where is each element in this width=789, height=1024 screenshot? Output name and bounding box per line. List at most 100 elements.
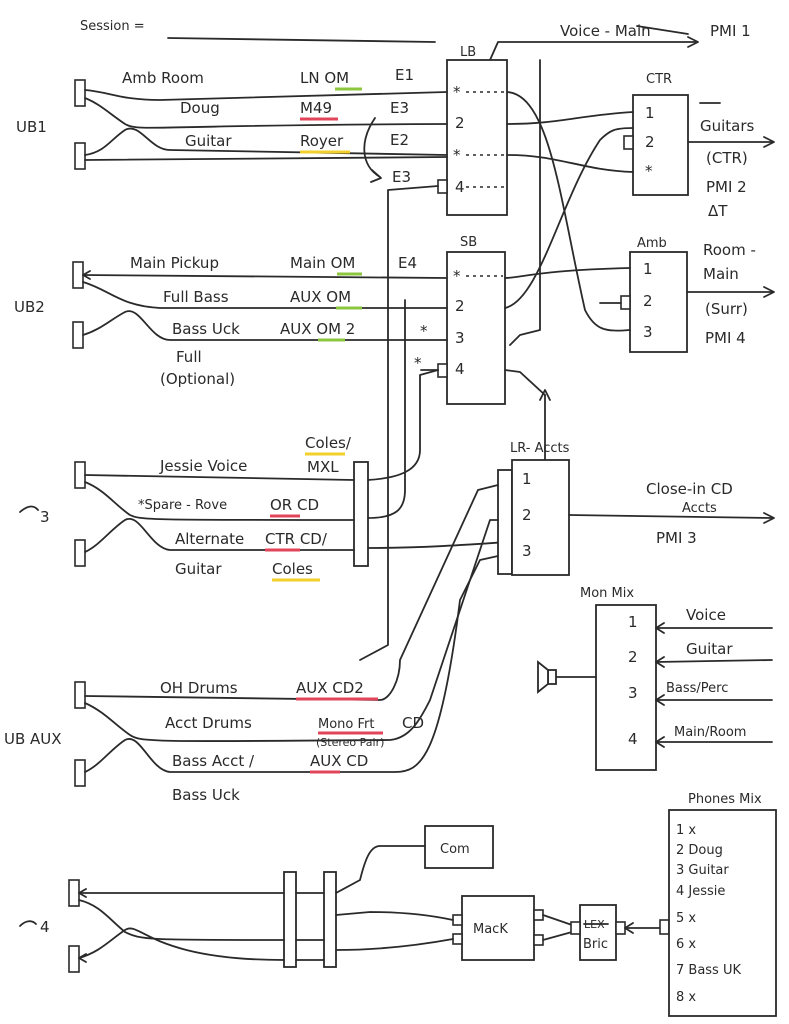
ub4-arrow-3-icon	[78, 953, 87, 963]
aux-om2-label: AUX OM 2	[280, 320, 355, 338]
guitar-wire	[84, 127, 448, 156]
phones-item-8: 8 x	[676, 990, 696, 1005]
ub4-partial-mark	[19, 920, 37, 927]
ub2-label: UB2	[14, 298, 45, 316]
amb-row-1: 1	[643, 260, 653, 278]
bric-tab-right	[615, 921, 626, 935]
e4-label: E4	[398, 254, 417, 272]
guitar-label: Guitar	[185, 132, 232, 150]
phones-item-6: 6 x	[676, 937, 696, 952]
ub4-line-3	[78, 927, 285, 961]
ln-om-label: LN OM	[300, 69, 349, 87]
royer-label: Royer	[300, 132, 344, 150]
session-label: Session =	[80, 19, 145, 34]
bass-uck-label: Bass Uck	[172, 320, 240, 338]
full-bass-label: Full Bass	[163, 288, 229, 306]
e2-label: E2	[390, 131, 409, 149]
doug-wire	[84, 97, 448, 129]
ub3-partial-mark	[19, 505, 39, 513]
lb3-to-ctr-wire	[506, 154, 634, 173]
mon-bass-arrow-icon	[655, 694, 665, 706]
mon-input-bass-perc: Bass/Perc	[666, 681, 728, 696]
com-box	[424, 825, 494, 869]
main-pickup-wire	[82, 274, 448, 279]
ctr-row-2: 2	[645, 133, 655, 151]
bric-label: Bric	[583, 937, 608, 952]
close-in-arrow-icon	[763, 512, 775, 524]
session-underline	[167, 37, 436, 43]
aux-cd2-label: AUX CD2	[296, 679, 364, 697]
lb1-to-amb-wire	[506, 91, 631, 332]
jessie-to-sb-wire	[367, 369, 439, 481]
lb-vertical-wire	[509, 59, 541, 346]
ub4-line-2	[78, 899, 285, 941]
phones-item-7: 7 Bass UK	[676, 963, 741, 978]
full-bass-wire	[82, 281, 448, 309]
mon-mix-row-1: 1	[628, 613, 638, 631]
com-wire	[335, 845, 426, 894]
voice-main-label: Voice - Main	[560, 22, 651, 40]
amb-row-2: 2	[643, 292, 653, 310]
pmi4-label: PMI 4	[705, 329, 746, 347]
sb-tab	[437, 363, 448, 378]
lr-accts-label: LR- Accts	[510, 441, 570, 456]
pmi1-label: PMI 1	[710, 22, 751, 40]
lb-row-2: 2	[455, 114, 465, 132]
room-main-label-2: Main	[703, 265, 739, 283]
voice-main-arrow-icon	[687, 36, 699, 48]
delta-t-label: ΔT	[708, 202, 728, 220]
ubaux-cd-label: CD	[402, 714, 424, 732]
sb-row-4: 4	[455, 360, 465, 378]
jessie-voice-label: Jessie Voice	[159, 457, 247, 475]
optional-label: (Optional)	[160, 370, 235, 388]
ctr-row-3: *	[645, 162, 653, 180]
room-main-arrow-icon	[763, 286, 775, 298]
sb-star-1: *	[420, 322, 428, 340]
voice-main-wire	[489, 41, 696, 61]
ub3-connector-bottom	[74, 539, 86, 567]
ub3-patch-bay	[353, 461, 369, 567]
bass-acct-wire	[84, 555, 499, 773]
ctr-row-1: 1	[645, 104, 655, 122]
sb-star-2: *	[414, 354, 422, 372]
amb-box	[629, 251, 688, 353]
ub4-arrow-1-icon	[78, 888, 87, 898]
sb-box	[446, 251, 506, 405]
ub4-patch-bay-2	[323, 871, 337, 968]
ub3-label: 3	[40, 508, 50, 526]
ubaux-bass-uck-label: Bass Uck	[172, 786, 240, 804]
lr-accts-row-3: 3	[522, 542, 532, 560]
oh-drums-wire	[84, 484, 499, 701]
speaker-body-icon	[547, 669, 557, 685]
coles-top-label: Coles/	[305, 434, 352, 452]
mon-mix-box	[595, 604, 657, 771]
mon-guitar-arrow-icon	[655, 656, 665, 668]
main-pickup-arrow-icon	[82, 270, 91, 280]
lb-tab	[437, 179, 448, 194]
main-strike	[636, 25, 689, 35]
phones-item-2: 2 Doug	[676, 843, 723, 858]
mon-mix-row-3: 3	[628, 684, 638, 702]
lb-row-4: 4	[455, 178, 465, 196]
spare-rove-wire	[84, 481, 355, 521]
amb-label: Amb	[637, 236, 667, 251]
mack-label: MacK	[473, 922, 508, 937]
mon-input-voice: Voice	[686, 606, 726, 624]
lb-row-1: *	[453, 83, 461, 101]
mon-voice-arrow-icon	[655, 622, 665, 634]
ctr-tab	[623, 135, 634, 150]
or-cd-label: OR CD	[270, 496, 319, 514]
sb2-to-ctr-wire	[504, 127, 634, 309]
amb-room-label: Amb Room	[122, 69, 204, 87]
phones-tab	[659, 919, 670, 935]
lb-row-3: *	[453, 146, 461, 164]
amb-row-3: 3	[643, 323, 653, 341]
ub3-guitar-label: Guitar	[175, 560, 222, 578]
bass-acct-label: Bass Acct /	[172, 752, 255, 770]
alternate-label: Alternate	[175, 530, 244, 548]
lb2-to-ctr-wire	[506, 111, 634, 125]
room-main-label-1: Room -	[703, 241, 756, 259]
e1-label: E1	[395, 66, 414, 84]
phones-mix-title: Phones Mix	[688, 792, 762, 807]
guitars-label: Guitars	[700, 117, 755, 135]
